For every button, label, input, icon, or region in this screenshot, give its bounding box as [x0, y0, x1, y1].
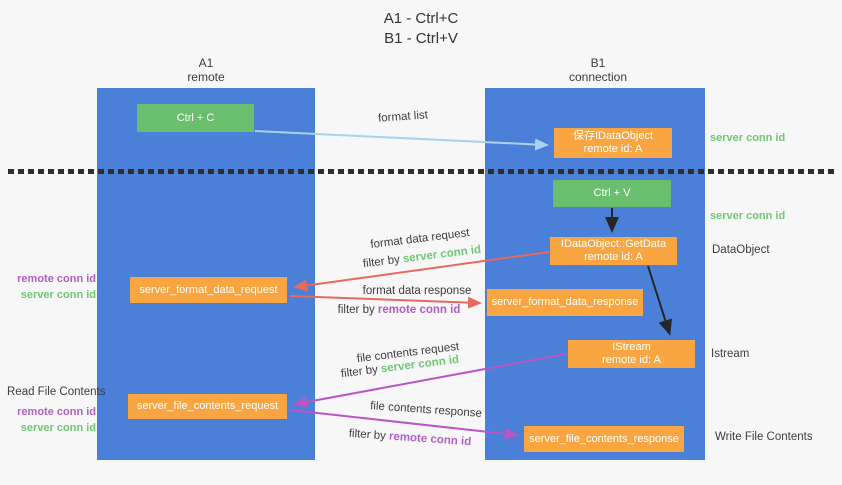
- remote-conn-id-text: remote conn id: [377, 304, 461, 316]
- node-server-file-contents-response-label: server_file_contents_response: [529, 432, 679, 445]
- file-contents-request-arrow: [293, 353, 567, 408]
- node-server-file-contents-request-label: server_file_contents_request: [136, 400, 279, 412]
- column-b1-subtitle: connection: [568, 70, 628, 84]
- file-contents-response-arrow: [289, 409, 519, 440]
- node-server-format-data-request-label: server_format_data_request: [139, 283, 278, 296]
- column-header-b1: B1 connection: [538, 56, 658, 84]
- column-a1-subtitle: remote: [187, 70, 225, 84]
- node-istream: IStream remote id: A: [568, 340, 695, 368]
- right-server-conn-id-mid: server conn id: [710, 210, 786, 222]
- node-server-format-data-response-label: server_format_data_response: [491, 296, 639, 308]
- node-ctrl-c: Ctrl + C: [137, 104, 254, 132]
- node-save-idataobject: 保存IDataObject remote id: A: [554, 128, 672, 158]
- label-dataobject: DataObject: [712, 244, 770, 256]
- right-server-conn-id-top: server conn id: [710, 132, 786, 144]
- node-istream-line2: remote id: A: [602, 354, 661, 366]
- label-filter-by-remote-conn-id-1: filter by remote conn id: [338, 304, 461, 316]
- title-line-2: B1 - Ctrl+V: [384, 30, 458, 47]
- node-server-format-data-response: server_format_data_response: [487, 289, 643, 316]
- left-remote-conn-id-upper: remote conn id: [17, 273, 96, 285]
- left-conn-ids-lower: remote conn id server conn id: [0, 404, 96, 436]
- node-getdata-line1: IDataObject::GetData: [560, 238, 667, 250]
- diagram-title: A1 - Ctrl+C B1 - Ctrl+V: [0, 9, 842, 49]
- node-ctrl-v-label: Ctrl + V: [593, 187, 631, 199]
- column-b1-title: B1: [590, 56, 606, 70]
- node-save-idataobject-line1: 保存IDataObject: [572, 130, 654, 142]
- left-server-conn-id-lower: server conn id: [20, 422, 96, 434]
- label-write-file-contents: Write File Contents: [715, 431, 813, 443]
- node-istream-line1: IStream: [612, 341, 651, 353]
- format-data-request-arrow: [293, 251, 550, 292]
- node-idataobject-getdata: IDataObject::GetData remote id: A: [550, 237, 677, 265]
- left-remote-conn-id-lower: remote conn id: [17, 406, 96, 418]
- node-getdata-line2: remote id: A: [584, 251, 643, 263]
- node-ctrl-c-label: Ctrl + C: [176, 111, 215, 124]
- node-server-file-contents-request: server_file_contents_request: [128, 394, 287, 419]
- label-istream: Istream: [711, 348, 750, 360]
- node-save-idataobject-line2: remote id: A: [583, 143, 643, 155]
- getdata-to-istream-arrow: [647, 265, 673, 336]
- column-header-a1: A1 remote: [146, 56, 266, 84]
- left-server-conn-id-upper: server conn id: [20, 289, 96, 301]
- label-format-data-response: format data response: [362, 285, 472, 297]
- session-separator-dotted-line: [8, 169, 834, 174]
- column-a1-title: A1: [198, 56, 214, 70]
- filter-by-text: filter by: [337, 304, 378, 316]
- title-line-1: A1 - Ctrl+C: [383, 10, 459, 27]
- format-data-response-arrow: [289, 295, 482, 309]
- left-conn-ids-upper: remote conn id server conn id: [0, 271, 96, 303]
- label-read-file-contents: Read File Contents: [7, 386, 106, 398]
- node-server-format-data-request: server_format_data_request: [130, 277, 287, 303]
- node-server-file-contents-response: server_file_contents_response: [524, 426, 684, 452]
- node-ctrl-v: Ctrl + V: [553, 180, 671, 207]
- format-list-arrow: [254, 130, 549, 151]
